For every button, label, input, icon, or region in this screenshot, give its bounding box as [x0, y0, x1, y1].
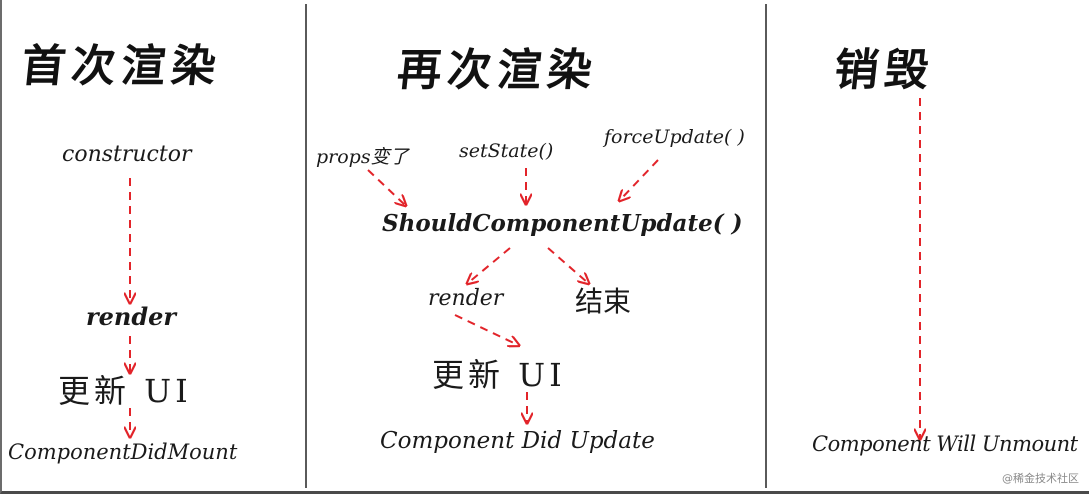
- trigger-force-update: forceUpdate( ): [604, 126, 745, 148]
- column-divider-left: [305, 4, 307, 488]
- constructor-label: constructor: [62, 142, 192, 167]
- component-will-unmount-label: Component Will Unmount: [812, 432, 1078, 456]
- update-ui-label: 更新 UI: [58, 372, 192, 410]
- column-divider-right: [765, 4, 767, 488]
- component-did-update-label: Component Did Update: [380, 428, 655, 454]
- first-render-title: 首次渲染: [18, 41, 225, 92]
- destroy-title: 销毁: [831, 45, 938, 96]
- arrow-props-should: [367, 169, 405, 205]
- should-component-update-label: ShouldComponentUpdate( ): [382, 210, 743, 237]
- trigger-props-changed: props变了: [316, 146, 409, 168]
- arrow-should-render: [468, 247, 511, 283]
- re-render-title: 再次渲染: [394, 45, 601, 96]
- update-ui-label-2: 更新 UI: [432, 356, 566, 394]
- trigger-set-state: setState(): [459, 140, 554, 162]
- end-branch-label: 结束: [575, 285, 632, 318]
- render-branch-label: render: [428, 286, 504, 311]
- arrow-render-update-ui-2: [454, 314, 518, 345]
- arrow-force-should: [620, 159, 659, 200]
- render-label: render: [86, 302, 177, 331]
- component-did-mount-label: ComponentDidMount: [8, 440, 238, 464]
- arrow-should-end: [547, 247, 588, 283]
- watermark: @稀金技术社区: [1002, 472, 1079, 485]
